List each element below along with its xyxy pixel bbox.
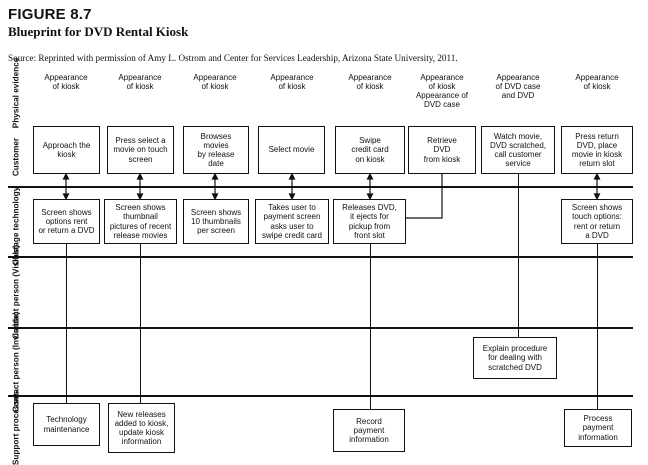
customer-action-2: Press select a movie on touch screen	[107, 126, 174, 174]
evidence-5: Appearance of kiosk	[348, 73, 392, 91]
evidence-7: Appearance of DVD case and DVD	[495, 73, 541, 100]
arrow-col3-head-down	[211, 193, 219, 201]
backstage-step-1: Explain procedure for dealing with scrat…	[473, 337, 557, 379]
evidence-2: Appearance of kiosk	[118, 73, 162, 91]
figure-title: Blueprint for DVD Rental Kiosk	[8, 24, 189, 39]
onstage-step-5: Releases DVD, it ejects for pickup from …	[333, 199, 406, 244]
arrow-col2-head-down	[136, 193, 144, 201]
connector-col1-onstage-to-support	[66, 244, 67, 403]
evidence-8: Appearance of kiosk	[575, 73, 619, 91]
arrow-col4-head-up	[288, 172, 296, 180]
arrow-col2-head-up	[136, 172, 144, 180]
arrow-col1-head-up	[62, 172, 70, 180]
arrow-col8-head-down	[593, 193, 601, 201]
customer-action-1: Approach the kiosk	[33, 126, 100, 174]
onstage-step-4: Takes user to payment screen asks user t…	[255, 199, 329, 244]
customer-action-4: Select movie	[258, 126, 325, 174]
figure-source: Source: Reprinted with permission of Amy…	[8, 53, 458, 63]
evidence-3: Appearance of kiosk	[193, 73, 237, 91]
line-of-internal-interaction	[8, 395, 633, 397]
arrow-col1-head-down	[62, 193, 70, 201]
customer-action-6: Retrieve DVD from kiosk	[408, 126, 476, 174]
onstage-step-3: Screen shows 10 thumbnails per screen	[183, 199, 249, 244]
evidence-6: Appearance of kiosk Appearance of DVD ca…	[415, 73, 469, 109]
connector-col5-onstage-to-support	[370, 244, 371, 409]
onstage-step-6: Screen shows touch options: rent or retu…	[561, 199, 633, 244]
onstage-step-1: Screen shows options rent or return a DV…	[33, 199, 100, 244]
figure-label: FIGURE 8.7	[8, 6, 92, 23]
line-of-visibility	[8, 256, 633, 258]
line-contact-divider	[8, 327, 633, 329]
customer-action-3: Browses movies by release date	[183, 126, 249, 174]
arrow-col5-head-up	[366, 172, 374, 180]
evidence-4: Appearance of kiosk	[270, 73, 314, 91]
customer-action-8: Press return DVD, place movie in kiosk r…	[561, 126, 633, 174]
connector-col7-customer-to-contact	[518, 174, 519, 337]
arrow-col3-head-up	[211, 172, 219, 180]
onstage-step-2: Screen shows thumbnail pictures of recen…	[104, 199, 177, 244]
customer-action-5: Swipe credit card on kiosk	[335, 126, 405, 174]
arrow-col8-head-up	[593, 172, 601, 180]
arrow-col5-head-down	[366, 193, 374, 201]
elbow-onstage-to-retrieve	[406, 174, 443, 219]
support-process-3: Record payment information	[333, 409, 405, 452]
line-of-interaction	[8, 186, 633, 188]
connector-col8-onstage-to-support	[597, 244, 598, 409]
customer-action-7: Watch movie, DVD scratched, call custome…	[481, 126, 555, 174]
support-process-4: Process payment information	[564, 409, 632, 447]
support-process-2: New releases added to kiosk, update kios…	[108, 403, 175, 453]
evidence-1: Appearance of kiosk	[44, 73, 88, 91]
support-process-1: Technology maintenance	[33, 403, 100, 446]
connector-col2-onstage-to-support	[140, 244, 141, 403]
arrow-col4-head-down	[288, 193, 296, 201]
